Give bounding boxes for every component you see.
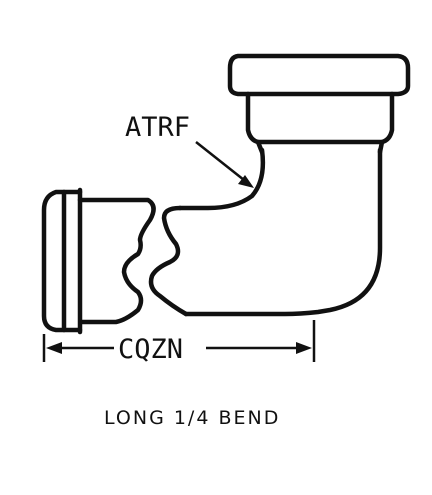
dimension-line — [42, 320, 316, 362]
callout-arrowhead — [238, 175, 254, 188]
dimension-arrow-left — [46, 342, 62, 354]
elbow-inner-curve — [177, 147, 266, 211]
callout-leader — [195, 141, 254, 188]
dimension-label: CQZN — [118, 334, 183, 365]
top-hub-cap — [227, 53, 411, 97]
callout-label: ATRF — [125, 112, 190, 143]
dimension-arrow-right — [296, 342, 312, 354]
figure-caption: LONG 1/4 BEND — [104, 407, 280, 429]
elbow-outer-curve — [183, 147, 383, 317]
long-quarter-bend-fitting — [41, 53, 411, 335]
spigot-break-edge — [77, 197, 156, 325]
top-hub-collar — [245, 91, 395, 145]
spigot-flange — [41, 189, 83, 333]
elbow-break-edge — [148, 205, 189, 317]
